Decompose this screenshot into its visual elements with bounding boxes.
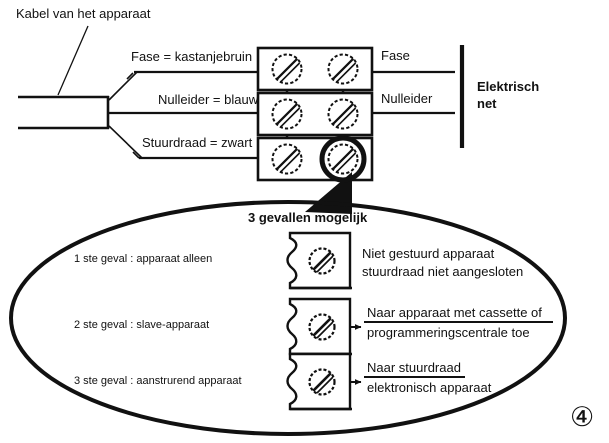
wire-label-nulleider: Nulleider = blauw (158, 92, 259, 107)
figure-number-badge: ④ (570, 402, 595, 432)
mains-label-fase: Fase (381, 48, 410, 63)
mains-label-nulleider: Nulleider (381, 91, 433, 106)
wire-stuurdraad (108, 125, 258, 160)
case-desc-3-line1: Naar stuurdraad (367, 360, 461, 375)
case-symbol-3 (286, 352, 352, 411)
device-cable-body (18, 95, 110, 130)
case-symbol-1 (286, 231, 352, 290)
cable-label: Kabel van het apparaat (16, 6, 151, 21)
wire-label-fase: Fase = kastanjebruin (131, 49, 253, 64)
electrical-net-label-line1: Elektrisch (477, 79, 540, 94)
terminal-block-fase (256, 46, 374, 92)
case-desc-1-line1: Niet gestuurd apparaat (362, 246, 495, 261)
case-desc-2-line2: programmeringscentrale toe (367, 325, 530, 340)
case-symbol-2 (286, 297, 352, 356)
case-arrow-3[interactable] (350, 376, 465, 385)
cases-heading: 3 gevallen mogelijk (248, 210, 368, 225)
terminal-block-nulleider (256, 91, 374, 137)
wire-fase (108, 70, 258, 101)
electrical-net-label-line2: net (477, 96, 497, 111)
case-desc-2-line1: Naar apparaat met cassette of (367, 305, 542, 320)
case-desc-3-line2: elektronisch apparaat (367, 380, 492, 395)
cases-ellipse (9, 200, 567, 436)
case-desc-1-line2: stuurdraad niet aangesloten (362, 264, 524, 279)
case-label-1: 1 ste geval : apparaat alleen (74, 253, 213, 265)
wire-label-stuurdraad: Stuurdraad = zwart (142, 135, 253, 150)
case-label-3: 3 ste geval : aanstrurend apparaat (74, 375, 242, 387)
case-label-2: 2 ste geval : slave-apparaat (74, 319, 210, 331)
terminal-block-stuurdraad (256, 136, 374, 182)
case-arrow-2[interactable] (350, 321, 553, 330)
cable-leader-line (57, 25, 89, 96)
